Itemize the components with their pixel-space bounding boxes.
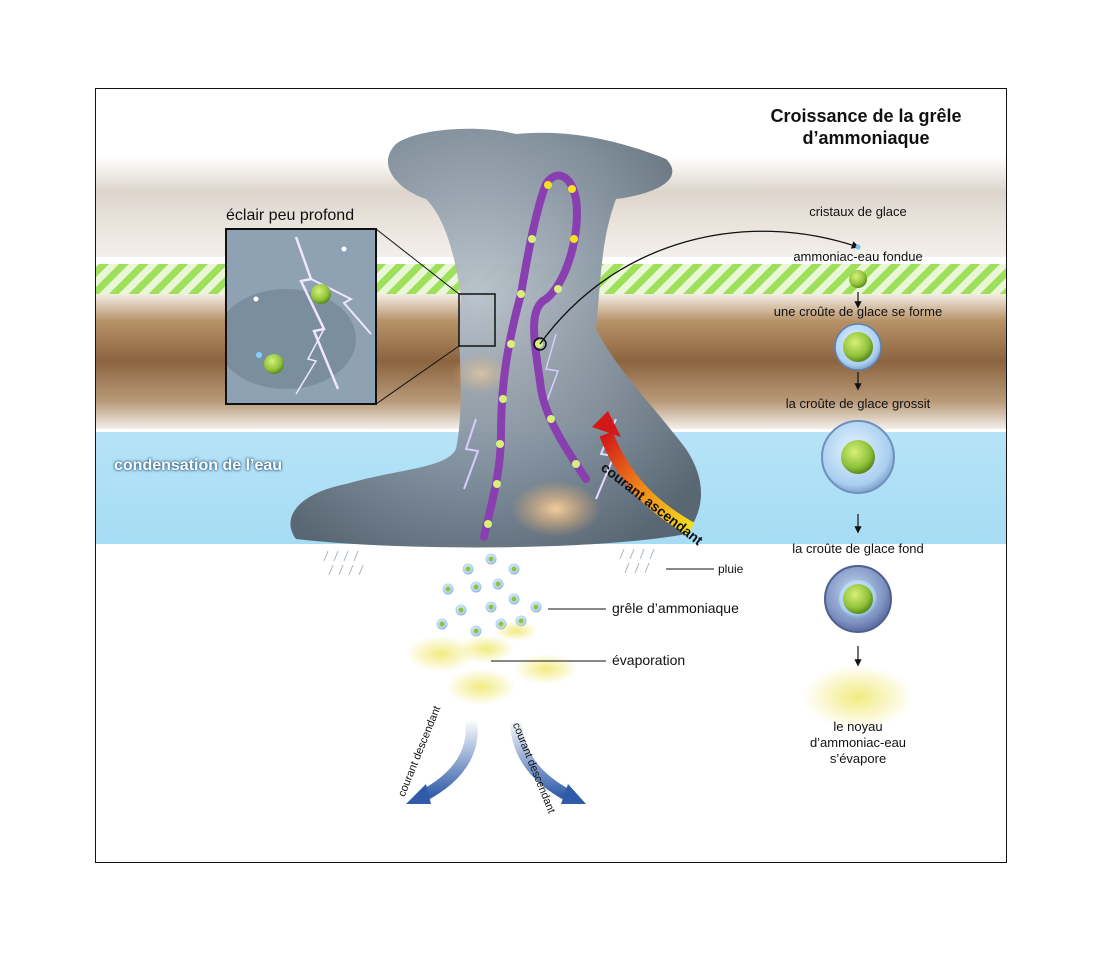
stage-melt-droplet — [849, 270, 867, 288]
stage-label-crust-grows: la croûte de glace grossit — [785, 396, 931, 411]
stage-label-crust-melts: la croûte de glace fond — [792, 541, 924, 556]
highlighted-hailstone — [533, 337, 547, 351]
rain-left — [323, 550, 364, 576]
rain-label: pluie — [718, 562, 744, 576]
diagram-frame: Croissance de la grêle d’ammoniaque écla… — [95, 88, 1007, 863]
updraft-arrowhead — [592, 411, 621, 437]
diagram-title: Croissance de la grêle d’ammoniaque — [770, 106, 962, 148]
updraft-arrow — [599, 431, 695, 536]
stage-label-crust-forms: une croûte de glace se forme — [773, 304, 943, 319]
downdraft-right-arrow — [510, 718, 586, 804]
stage-label-ice-crystals: cristaux de glace — [809, 204, 907, 219]
trajectory-hail-dots — [484, 181, 580, 528]
rain-right — [619, 548, 655, 574]
downdraft-left-arrow — [406, 718, 478, 804]
pointer-arrow — [539, 230, 860, 345]
stage-label-melt: ammoniac-eau fondue — [793, 249, 923, 264]
diagram-canvas — [96, 128, 1006, 804]
inset-label: éclair peu profond — [226, 207, 355, 224]
evaporation-puffs — [406, 621, 578, 705]
stage-ice-crystal — [855, 244, 861, 250]
stage-evaporating-core — [803, 665, 913, 729]
lightning-inset — [225, 228, 496, 405]
hail-label: grêle d’ammoniaque — [612, 600, 739, 616]
stage-sequence — [803, 244, 913, 729]
water-condensation-label: condensation de l’eau — [114, 457, 283, 474]
stage-label-core-evaporates: le noyau d’ammoniac-eau s’évapore — [809, 719, 907, 766]
hail-trajectory — [480, 171, 590, 541]
evaporation-label: évaporation — [612, 652, 686, 668]
